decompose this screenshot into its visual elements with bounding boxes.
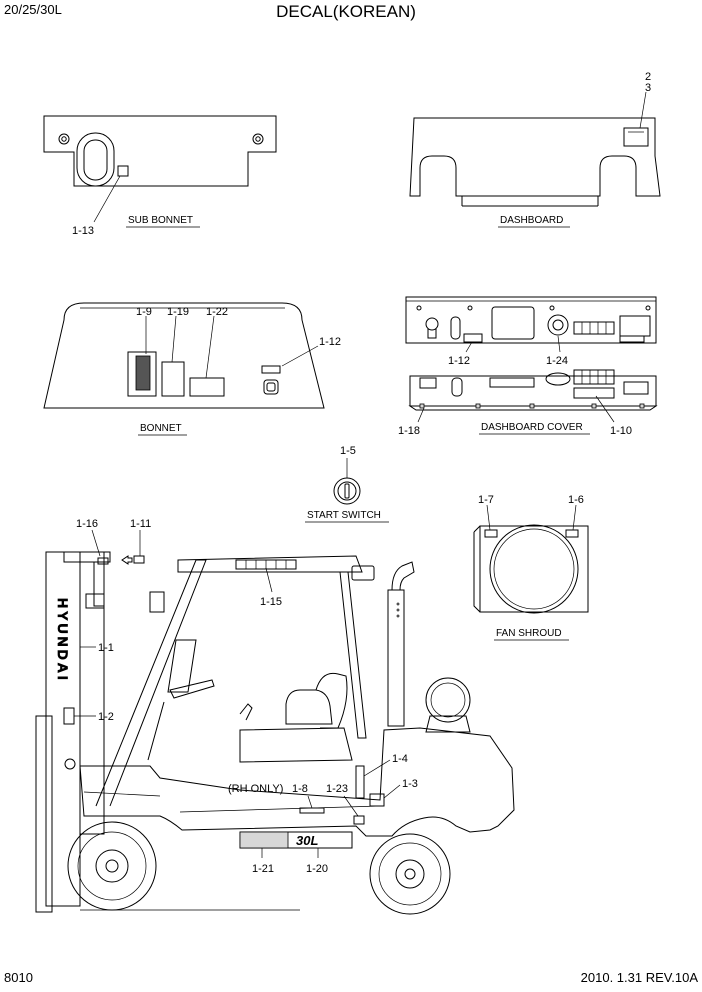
dashboard-panel-drawing <box>405 296 657 353</box>
dashboard-drawing <box>409 91 661 207</box>
callout-1-12-bonnet: 1-12 <box>319 336 341 348</box>
label-bonnet: BONNET <box>140 423 182 434</box>
callout-1-22: 1-22 <box>206 306 228 318</box>
callout-1-16: 1-16 <box>76 518 98 530</box>
decal-1-3-patch <box>369 793 385 807</box>
forklift-drawing: HYUNDAI <box>35 529 515 915</box>
callout-1-2: 1-2 <box>98 711 114 723</box>
label-fan-shroud: FAN SHROUD <box>496 628 562 639</box>
decal-1-23-patch <box>353 815 365 825</box>
callout-1-11: 1-11 <box>130 518 151 530</box>
label-start-switch: START SWITCH <box>307 510 381 521</box>
callout-1-24: 1-24 <box>546 355 568 367</box>
decal-1-8-patch <box>299 807 325 814</box>
callout-3: 3 <box>645 82 651 94</box>
callout-1-21: 1-21 <box>252 863 274 875</box>
page-number: 8010 <box>4 970 33 985</box>
callout-1-7: 1-7 <box>478 494 494 506</box>
callout-2: 2 <box>645 71 651 83</box>
page-title: DECAL(KOREAN) <box>276 2 416 21</box>
start-switch-drawing <box>333 458 361 505</box>
callout-1-1: 1-1 <box>98 642 114 654</box>
callout-1-13: 1-13 <box>72 225 94 237</box>
callout-1-18: 1-18 <box>398 425 420 437</box>
mast-brand-decal: HYUNDAI <box>55 598 71 683</box>
model-code: 20/25/30L <box>4 2 62 17</box>
label-dashboard-cover: DASHBOARD COVER <box>481 422 583 433</box>
callout-rh-only: (RH ONLY) <box>228 783 283 795</box>
fan-shroud-drawing <box>473 504 589 614</box>
decal-1-2-patch <box>63 707 75 725</box>
decal-1-7-patch <box>484 529 498 538</box>
callout-1-15: 1-15 <box>260 596 282 608</box>
sub-bonnet-drawing <box>43 115 277 223</box>
callout-1-23: 1-23 <box>326 783 348 795</box>
decal-1-6-patch <box>565 529 579 538</box>
callout-1-19: 1-19 <box>167 306 189 318</box>
callout-1-6: 1-6 <box>568 494 584 506</box>
callout-1-9: 1-9 <box>136 306 152 318</box>
callout-1-3: 1-3 <box>402 778 418 790</box>
callout-1-4: 1-4 <box>392 753 408 765</box>
dashboard-cover-drawing <box>408 369 658 423</box>
callout-1-5: 1-5 <box>340 445 356 457</box>
callout-1-12-dashboard: 1-12 <box>448 355 470 367</box>
callout-1-8: 1-8 <box>292 783 308 795</box>
bonnet-drawing <box>43 302 325 409</box>
label-dashboard: DASHBOARD <box>500 215 563 226</box>
side-model-decal: 30L <box>296 833 318 848</box>
callout-1-20: 1-20 <box>306 863 328 875</box>
decal-1-4-patch <box>355 765 365 799</box>
revision-date: 2010. 1.31 REV.10A <box>581 970 699 985</box>
decal-1-13-patch <box>117 165 129 177</box>
label-sub-bonnet: SUB BONNET <box>128 215 193 226</box>
callout-1-10: 1-10 <box>610 425 632 437</box>
decal-2-3-patch <box>623 127 649 147</box>
